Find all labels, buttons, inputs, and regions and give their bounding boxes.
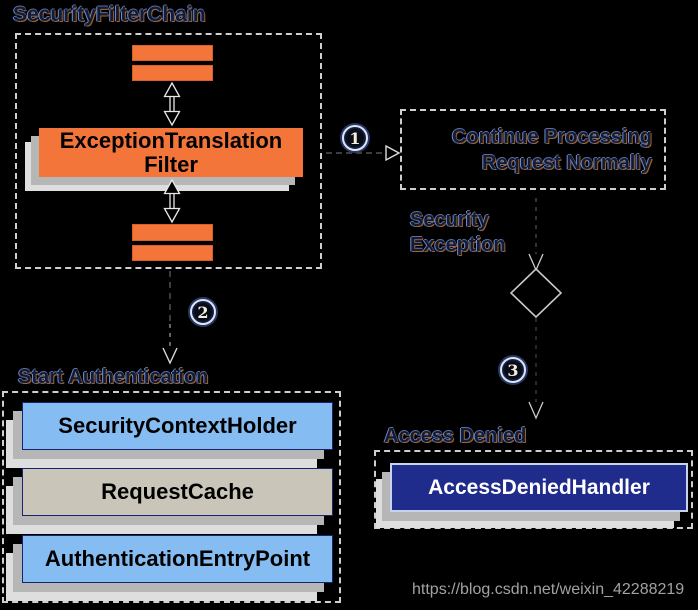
access-denied-label: Access Denied — [384, 425, 527, 447]
authenticationentrypoint-stack: AuthenticationEntryPoint — [6, 535, 333, 601]
continue-processing-box: Continue Processing Request Normally — [400, 109, 666, 190]
watermark-url: https://blog.csdn.net/weixin_42288219 — [412, 581, 685, 598]
securityfilterchain-container — [15, 33, 322, 269]
step-2-badge: 2 — [190, 299, 216, 325]
continue-label-line1: Continue Processing — [451, 125, 652, 148]
requestcache-box: RequestCache — [22, 468, 333, 516]
arrow-right-icon — [385, 144, 401, 162]
filter-bar-top-1 — [132, 45, 213, 61]
securityfilterchain-title: SecurityFilterChain — [13, 3, 206, 26]
security-exception-line1: Security — [410, 209, 489, 231]
double-arrow-icon — [163, 81, 181, 127]
exceptiontranslationfilter-box: ExceptionTranslation Filter — [39, 128, 303, 177]
dashed-arrow-down-icon — [162, 324, 178, 365]
connector-into-diamond — [528, 198, 544, 272]
step-1-badge: 1 — [342, 125, 368, 151]
filter-label-line1: ExceptionTranslation — [59, 127, 283, 153]
accessdeniedhandler-box: AccessDeniedHandler — [390, 463, 688, 512]
connector-step1 — [326, 152, 382, 154]
authenticationentrypoint-box: AuthenticationEntryPoint — [22, 535, 333, 583]
filter-bar-bottom-1 — [132, 224, 213, 241]
exceptiontranslationfilter-stack: ExceptionTranslation Filter — [25, 128, 303, 191]
step-3-badge: 3 — [500, 357, 526, 383]
continue-label-line2: Request Normally — [481, 151, 652, 174]
filter-label-line2: Filter — [144, 151, 198, 177]
dashed-arrow-down-icon — [528, 318, 544, 420]
filter-bar-bottom-2 — [132, 245, 213, 261]
security-exception-label: Security Exception — [410, 208, 506, 258]
security-exception-line2: Exception — [410, 234, 506, 256]
access-denied-container — [374, 450, 693, 529]
securitycontextholder-box: SecurityContextHolder — [22, 402, 333, 450]
decision-diamond-icon — [509, 267, 563, 319]
double-arrow-icon — [163, 178, 181, 224]
connector-step2 — [169, 271, 171, 321]
securitycontextholder-stack: SecurityContextHolder — [6, 402, 333, 468]
accessdeniedhandler-stack: AccessDeniedHandler — [376, 463, 688, 528]
requestcache-stack: RequestCache — [6, 468, 333, 534]
start-authentication-container — [2, 391, 341, 603]
filter-bar-top-2 — [132, 65, 213, 81]
start-authentication-label: Start Authentication — [18, 366, 209, 388]
